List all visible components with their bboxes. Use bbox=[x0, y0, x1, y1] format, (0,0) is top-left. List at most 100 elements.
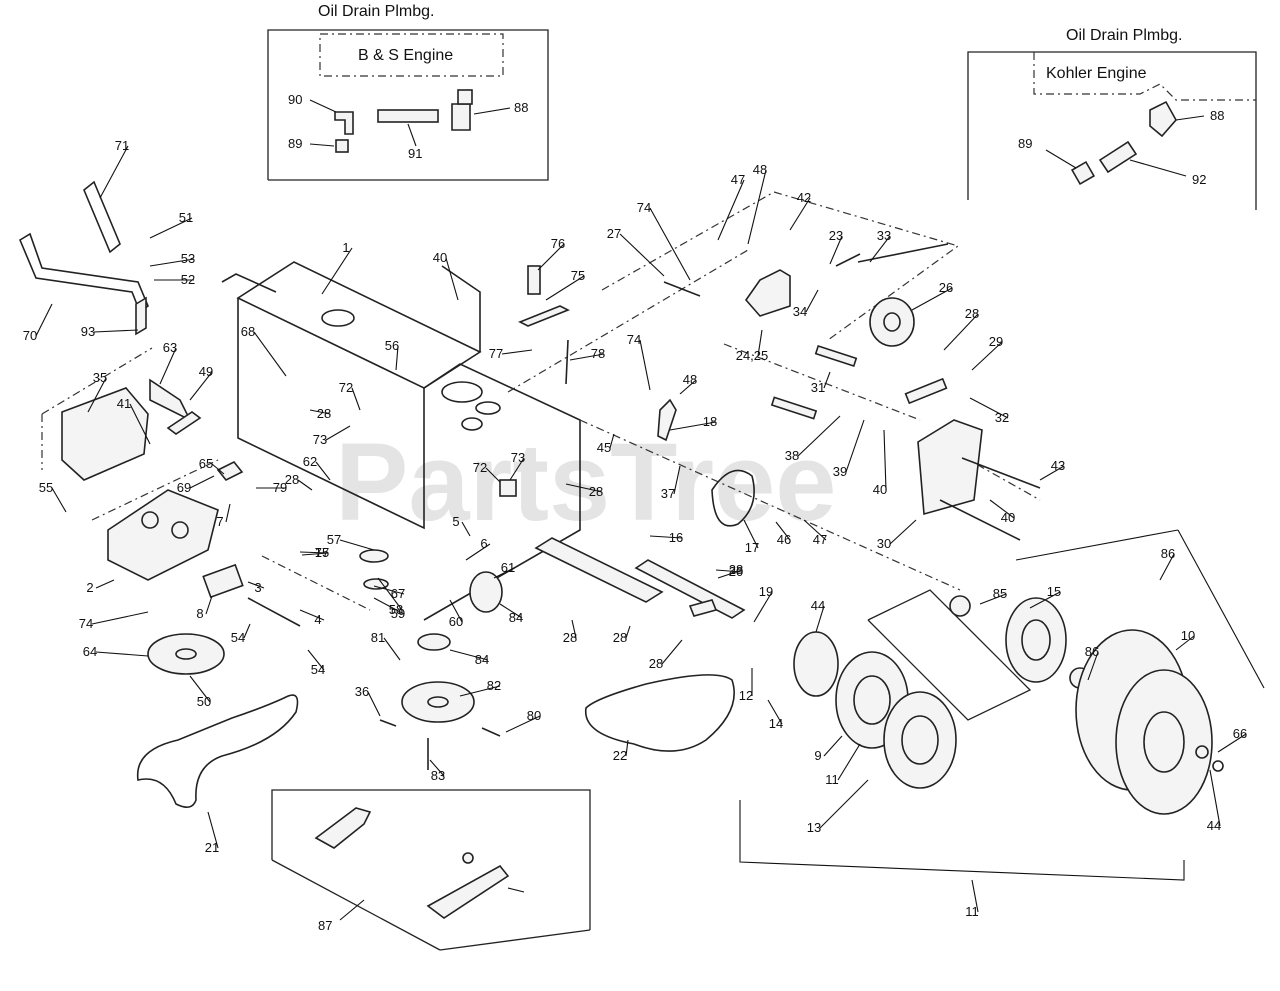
callout-leader bbox=[429, 759, 445, 777]
callout-number: 31 bbox=[811, 380, 825, 395]
callout-leader bbox=[95, 579, 115, 589]
callout-number: 74 bbox=[627, 332, 641, 347]
callout-number: 52 bbox=[181, 272, 195, 287]
callout-number: 56 bbox=[385, 338, 399, 353]
callout-number: 47 bbox=[731, 172, 745, 187]
callout-leader bbox=[211, 463, 225, 475]
callout-number: 16 bbox=[669, 530, 683, 545]
callout-number: 42 bbox=[797, 190, 811, 205]
callout-91: 91 bbox=[408, 146, 422, 161]
callout-leader bbox=[989, 499, 1015, 519]
callout-leader bbox=[743, 519, 759, 549]
callout-leader bbox=[299, 609, 325, 621]
callout-number: 23 bbox=[829, 228, 843, 243]
callout-leader bbox=[243, 623, 251, 639]
callout-leader bbox=[979, 593, 1007, 605]
callout-leader bbox=[571, 619, 577, 639]
callout-number: 26 bbox=[939, 280, 953, 295]
callout-number: 44 bbox=[811, 598, 825, 613]
callout-leader bbox=[837, 743, 861, 781]
callout-number: 28 bbox=[317, 406, 331, 421]
inset-kohler-engine: Oil Drain Plmbg. Kohler Engine 88 89 92 bbox=[967, 27, 1257, 210]
callout-leader bbox=[351, 387, 361, 411]
callout-leader bbox=[307, 649, 325, 671]
callout-number: 84 bbox=[475, 652, 489, 667]
callout-leader bbox=[509, 457, 525, 481]
callout-number: 59 bbox=[391, 606, 405, 621]
callout-number: 46 bbox=[777, 532, 791, 547]
callout-number: 18 bbox=[703, 414, 717, 429]
callout-leader bbox=[1209, 769, 1221, 827]
callout-leader bbox=[149, 217, 193, 239]
callout-leader bbox=[969, 397, 1009, 419]
callout-leader bbox=[189, 371, 213, 401]
callout-number: 8 bbox=[196, 606, 203, 621]
callout-number: 40 bbox=[433, 250, 447, 265]
callout-leader bbox=[669, 421, 717, 431]
callout-leader bbox=[383, 637, 401, 661]
callout-number: 78 bbox=[591, 346, 605, 361]
callout-leader bbox=[625, 625, 631, 639]
callout-leader bbox=[149, 258, 195, 267]
callout-leader bbox=[971, 341, 1003, 371]
watermark: PartsTree bbox=[335, 421, 836, 544]
callout-leader bbox=[869, 235, 891, 263]
callout-number: 48 bbox=[753, 162, 767, 177]
callout-number: 4 bbox=[314, 612, 321, 627]
callout-number: 41 bbox=[117, 396, 131, 411]
callout-leader bbox=[367, 691, 381, 717]
callout-number: 63 bbox=[163, 340, 177, 355]
callout-number: 2 bbox=[86, 580, 93, 595]
callout-number: 35 bbox=[93, 370, 107, 385]
callout-leader bbox=[247, 581, 265, 589]
callout-number: 28 bbox=[649, 656, 663, 671]
callout-leader bbox=[493, 567, 515, 579]
callout-number: 11 bbox=[825, 772, 839, 787]
callout-number: 14 bbox=[769, 716, 783, 731]
callout-leader bbox=[803, 519, 827, 541]
callout-leader bbox=[501, 349, 533, 355]
callout-number: 40 bbox=[873, 482, 887, 497]
callout-number: 76 bbox=[551, 236, 565, 251]
callout-number: 83 bbox=[431, 768, 445, 783]
callout-88: 88 bbox=[514, 100, 528, 115]
callout-leader bbox=[51, 487, 67, 513]
callout-number: 77 bbox=[315, 545, 329, 560]
callout-leader bbox=[679, 379, 697, 395]
callout-leader bbox=[805, 289, 819, 313]
callout-number: 17 bbox=[745, 540, 759, 555]
inset-bs-engine: Oil Drain Plmbg. B & S Engine 90 88 89 9… bbox=[267, 3, 549, 181]
callout-leader bbox=[321, 247, 353, 295]
callout-number: 29 bbox=[989, 334, 1003, 349]
callout-leader bbox=[445, 257, 459, 301]
callout-number: 72 bbox=[473, 460, 487, 475]
callout-number: 82 bbox=[487, 678, 501, 693]
callout-number: 27 bbox=[607, 226, 621, 241]
main-assembly bbox=[18, 180, 1265, 881]
callout-number: 30 bbox=[877, 536, 891, 551]
callout-leader bbox=[95, 651, 149, 657]
callout-number: 34 bbox=[793, 304, 807, 319]
callout-number: 15 bbox=[1047, 584, 1061, 599]
callout-number: 1 bbox=[342, 240, 349, 255]
callout-leader bbox=[1217, 733, 1247, 753]
inset-kohler-heading: Oil Drain Plmbg. bbox=[1066, 27, 1182, 44]
callout-leader bbox=[485, 467, 501, 483]
callout-leader bbox=[715, 569, 743, 573]
callout-leader bbox=[545, 275, 585, 301]
callout-number: 32 bbox=[995, 410, 1009, 425]
callout-leader bbox=[889, 519, 917, 545]
callout-leader bbox=[395, 345, 399, 371]
callout-number: 80 bbox=[527, 708, 541, 723]
callout-leader bbox=[159, 347, 177, 385]
callout-number: 33 bbox=[877, 228, 891, 243]
callout-number: 7 bbox=[216, 514, 223, 529]
callout-number: 36 bbox=[355, 684, 369, 699]
callout-number: 45 bbox=[597, 440, 611, 455]
callout-number: 28 bbox=[563, 630, 577, 645]
callout-leader bbox=[465, 543, 491, 561]
callout-number: 64 bbox=[83, 644, 97, 659]
callout-number: 68 bbox=[241, 324, 255, 339]
callout-leader bbox=[661, 639, 683, 665]
callout-number: 11 bbox=[965, 904, 979, 919]
